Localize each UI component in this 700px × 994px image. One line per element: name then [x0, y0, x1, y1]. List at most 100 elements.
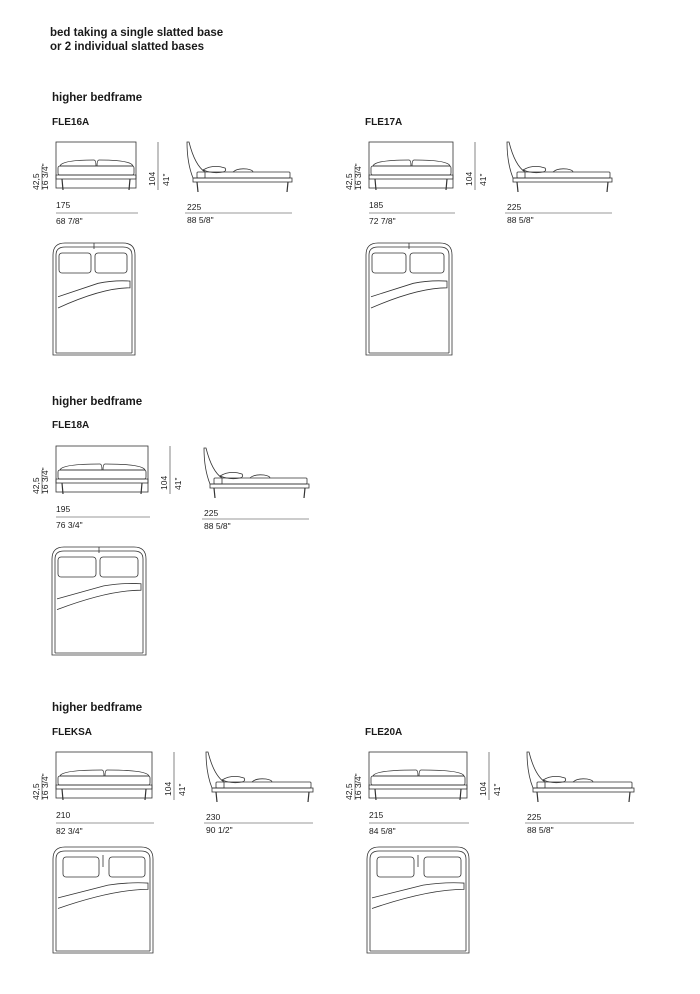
headboard-profile [506, 141, 526, 179]
bed-base [55, 784, 153, 790]
bed-leg [307, 791, 310, 803]
intro-line-2: or 2 individual slatted bases [50, 41, 205, 53]
bed-outline [365, 242, 453, 356]
bed-plan-view [52, 846, 154, 954]
bed-side-view: 225 88 5/8" [185, 141, 293, 225]
bed-base [211, 787, 314, 793]
pillow [57, 556, 97, 578]
width-cm-label: 215 [369, 810, 383, 820]
intro-line-1: bed taking a single slatted base [50, 27, 224, 39]
bed-leg [215, 791, 218, 803]
height-cm-label: 42,5 [31, 783, 41, 800]
model-code: FLE17A [365, 117, 403, 128]
bed-leg [61, 788, 64, 801]
bed-leg [303, 487, 306, 499]
length-cm-label: 225 [204, 508, 218, 518]
pillow [221, 776, 246, 784]
bed-leg [286, 181, 289, 193]
pillow [219, 472, 244, 480]
duvet-fold [552, 168, 574, 173]
bed-leg [140, 482, 143, 495]
headboard [368, 751, 468, 799]
length-cm-label: 230 [206, 812, 220, 822]
bed-leg [61, 178, 64, 191]
head-in-label: 41" [173, 478, 183, 490]
model-code: FLE18A [52, 420, 90, 431]
bed-inner-outline [55, 850, 151, 951]
headboard [55, 141, 137, 189]
length-cm-label: 225 [187, 202, 201, 212]
head-cm-label: 104 [159, 476, 169, 490]
height-in-label: 16 3/4" [353, 163, 363, 190]
height-cm-label: 42,5 [344, 173, 354, 190]
length-cm-label: 225 [527, 812, 541, 822]
bed-base [532, 787, 635, 793]
bed-leg [516, 181, 519, 193]
height-in-label: 16 3/4" [40, 163, 50, 190]
width-in-label: 68 7/8" [56, 216, 83, 226]
intro-text: bed taking a single slatted base or 2 in… [50, 26, 223, 54]
bed-plan-view [52, 242, 136, 356]
mattress [57, 165, 135, 176]
pillow [96, 159, 134, 167]
head-cm-label: 104 [147, 172, 157, 186]
mattress [213, 477, 308, 485]
length-in-label: 88 5/8" [187, 215, 214, 225]
pillow [372, 159, 412, 167]
height-cm-label: 42,5 [31, 173, 41, 190]
length-cm-label: 225 [507, 202, 521, 212]
headboard-profile [186, 141, 206, 179]
bed-inner-outline [368, 246, 450, 353]
pillow [409, 252, 445, 274]
bed-leg [61, 482, 64, 495]
pillow [104, 769, 150, 777]
section-title: higher bedframe [52, 702, 143, 714]
width-cm-label: 195 [56, 504, 70, 514]
mattress [196, 171, 291, 179]
bed-inner-outline [369, 850, 467, 951]
bed-plan-view [365, 242, 453, 356]
pillow [59, 159, 97, 167]
pillow [522, 166, 547, 174]
bed-leg [213, 487, 216, 499]
section-title: higher bedframe [52, 92, 143, 104]
width-cm-label: 175 [56, 200, 70, 210]
height-in-label: 16 3/4" [353, 773, 363, 800]
headboard-profile [205, 751, 225, 789]
bed-leg [374, 178, 377, 191]
bed-outline [52, 242, 136, 356]
duvet-fold [57, 280, 131, 309]
bed-leg [606, 181, 609, 193]
pillow [59, 463, 103, 471]
pillow [99, 556, 139, 578]
width-in-label: 84 5/8" [369, 826, 396, 836]
mattress [516, 171, 611, 179]
bed-base [55, 174, 137, 180]
bed-inner-outline [55, 246, 133, 353]
duvet-fold [249, 474, 271, 479]
headboard-profile [526, 751, 546, 789]
head-in-label: 41" [492, 784, 502, 796]
height-cm-label: 42,5 [344, 783, 354, 800]
duvet-fold [572, 778, 594, 783]
head-in-label: 41" [161, 174, 171, 186]
pillow [202, 166, 227, 174]
pillow [371, 252, 407, 274]
bed-base [209, 483, 310, 489]
bed-leg [144, 788, 147, 801]
bed-outline [51, 546, 147, 656]
bed-plan-view [51, 546, 147, 656]
bed-base [368, 784, 468, 790]
height-in-label: 16 3/4" [40, 773, 50, 800]
bed-inner-outline [54, 550, 144, 653]
headboard-profile [203, 447, 223, 485]
bed-base [512, 177, 613, 183]
mattress [370, 775, 466, 786]
bed-leg [196, 181, 199, 193]
head-in-label: 41" [478, 174, 488, 186]
